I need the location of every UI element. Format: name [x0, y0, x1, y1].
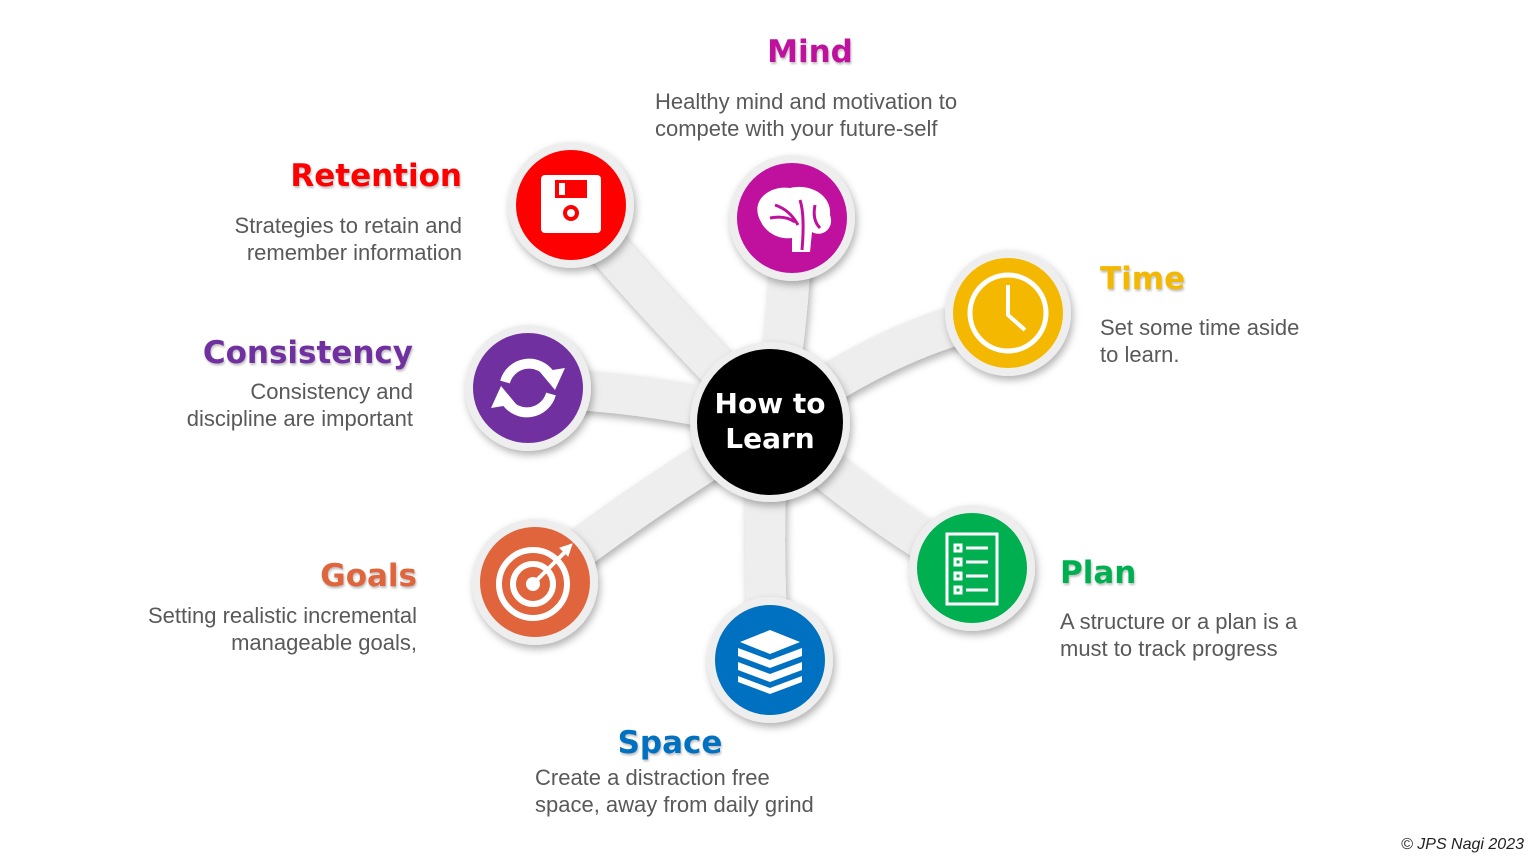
plan-title: Plan — [1060, 555, 1137, 591]
time-title: Time — [1100, 261, 1186, 297]
consistency-title: Consistency — [202, 335, 413, 371]
mind-node — [737, 163, 847, 273]
goals-node — [480, 527, 590, 637]
space-node — [715, 605, 825, 715]
checklist-icon — [945, 532, 999, 606]
copyright: © JPS Nagi 2023 — [1401, 836, 1524, 853]
space-title: Space — [617, 725, 723, 761]
time-node — [953, 258, 1063, 368]
retention-node — [516, 150, 626, 260]
books-icon — [738, 630, 802, 694]
clock-icon — [967, 272, 1049, 354]
plan-node — [917, 513, 1027, 623]
goals-title: Goals — [320, 558, 417, 594]
center-line-1: How to — [714, 387, 826, 420]
floppy-disk-icon — [541, 175, 601, 233]
consistency-node — [473, 333, 583, 443]
target-icon — [496, 543, 573, 621]
center-hub — [697, 349, 843, 495]
center-label: How to Learn — [698, 386, 842, 456]
center-line-2: Learn — [725, 422, 815, 455]
brain-icon — [757, 186, 832, 252]
mind-title: Mind — [767, 34, 853, 70]
retention-title: Retention — [290, 158, 462, 194]
refresh-icon — [500, 358, 556, 418]
